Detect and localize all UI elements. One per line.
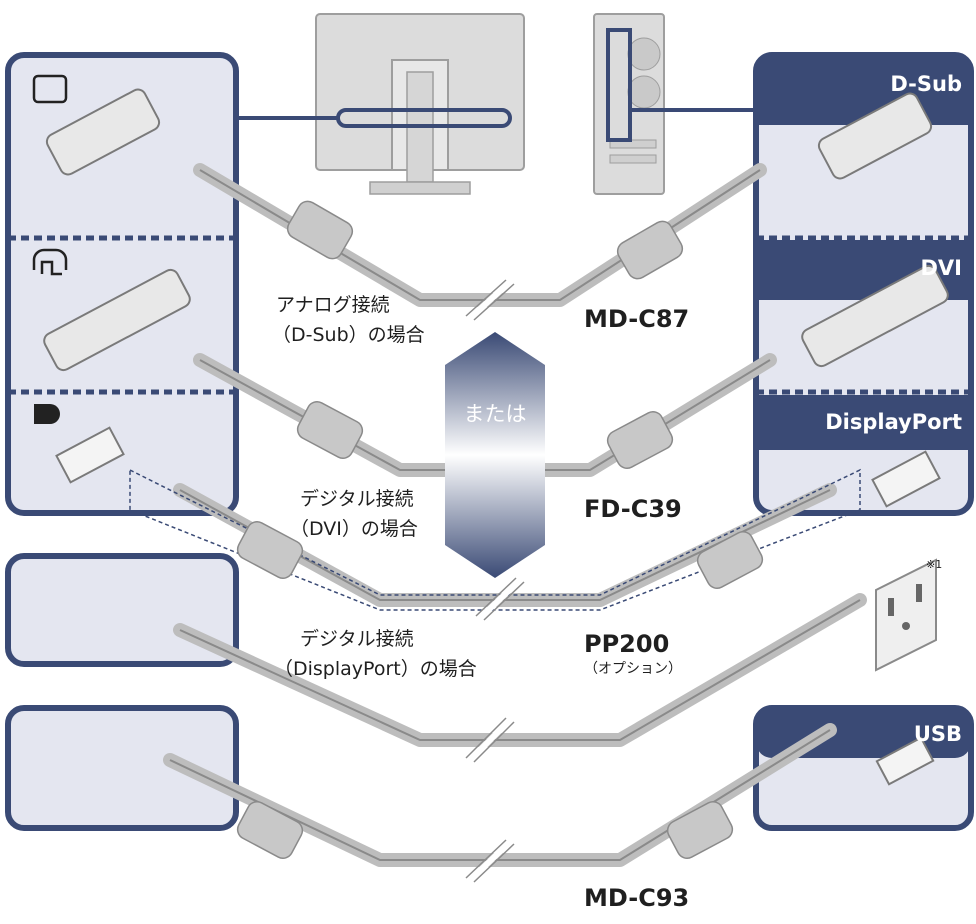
connection-dvi-desc: デジタル接続 （DVI）の場合: [290, 484, 418, 544]
dvi-icon: [32, 248, 68, 276]
dvi-port-right: [801, 264, 949, 368]
middle-arrow-label: または: [463, 402, 527, 426]
connection-analog-line1: アナログ接続: [276, 294, 390, 316]
connection-dp-desc: デジタル接続 （DisplayPort）の場合: [274, 624, 477, 684]
middle-double-arrow: [445, 332, 545, 578]
connection-dvi-line1: デジタル接続: [300, 488, 414, 510]
right-port-panel: [753, 52, 974, 516]
dsub-port-left: [45, 88, 161, 176]
wall-outlet: [875, 558, 937, 672]
right-port-dsub-label: D-Sub: [890, 72, 962, 96]
pc-illustration: [593, 13, 756, 195]
displayport-highlight: [129, 468, 861, 611]
outlet-footnote-marker: ※1: [926, 558, 943, 571]
usb-cable-model: MD-C93: [584, 884, 690, 912]
connection-analog-model: MD-C87: [584, 305, 690, 333]
connection-analog-desc: アナログ接続 （D-Sub）の場合: [272, 290, 425, 350]
right-port-dvi-label: DVI: [920, 256, 963, 280]
dp-port-left: [55, 426, 125, 484]
right-port-displayport-label: DisplayPort: [825, 410, 962, 434]
dvi-port-left: [43, 268, 191, 372]
connection-dp-model: PP200: [584, 630, 670, 658]
dp-port-right: [871, 450, 941, 508]
monitor-illustration: [236, 13, 525, 195]
connection-dp-option-note: （オプション）: [584, 661, 682, 677]
displayport-icon: [34, 404, 60, 424]
right-port-usb-label: USB: [913, 722, 962, 746]
monitor-icon: [32, 74, 68, 104]
connection-dvi-model: FD-C39: [584, 495, 682, 523]
left-usb-panel: [5, 705, 239, 831]
connection-dvi-line2: （DVI）の場合: [290, 518, 418, 540]
connection-analog-line2: （D-Sub）の場合: [272, 324, 425, 346]
left-power-panel: [5, 553, 239, 667]
dsub-port-right: [817, 92, 933, 180]
connection-dp-line2: （DisplayPort）の場合: [274, 658, 477, 680]
connection-dp-line1: デジタル接続: [300, 628, 414, 650]
